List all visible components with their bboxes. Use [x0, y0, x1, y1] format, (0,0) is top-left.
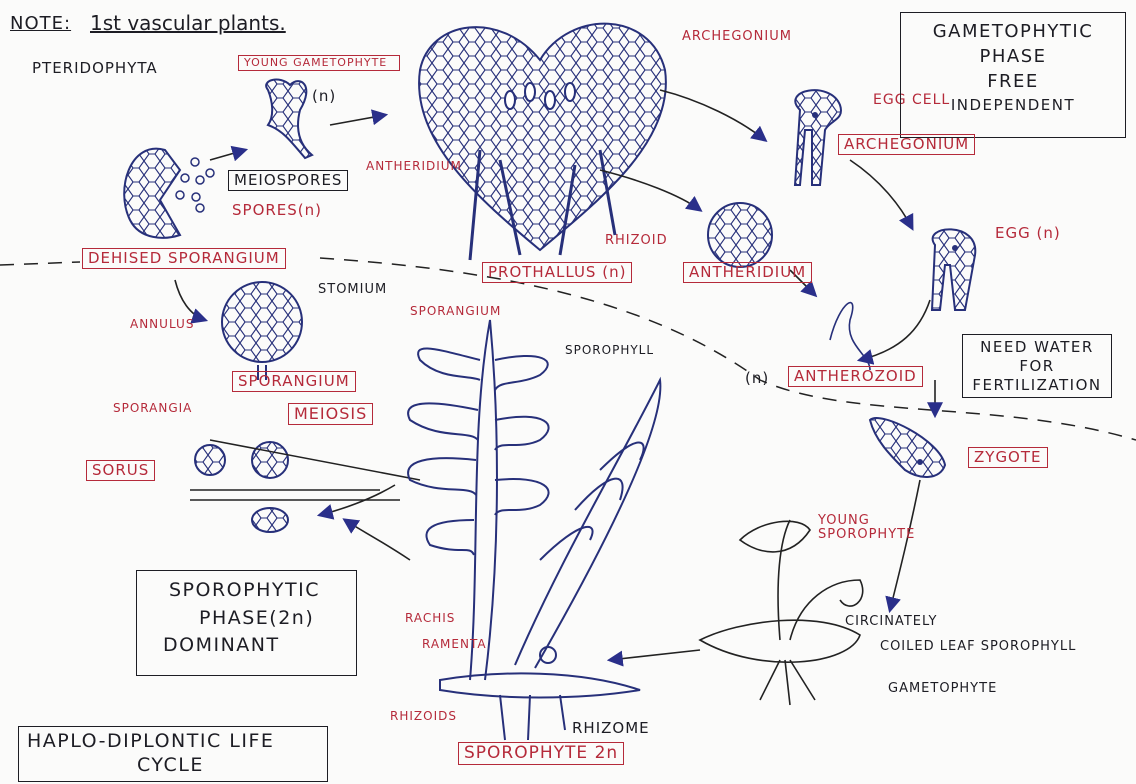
phase-divider-line	[0, 257, 1136, 441]
young-sporophyte-drawing	[698, 519, 864, 706]
life-cycle-box: HAPLO-DIPLONTIC LIFE CYCLE	[18, 726, 328, 782]
note-text: 1st vascular plants.	[90, 11, 286, 35]
label-antheridium-top: ANTHERIDIUM	[366, 159, 462, 173]
prothallus-drawing	[418, 22, 667, 261]
label-rhizoid: RHIZOID	[605, 233, 668, 248]
label-young-gametophyte-ploidy: (n)	[312, 87, 337, 105]
label-antherozoid-ploidy: (n)	[745, 369, 770, 387]
label-archegonium-box: ARCHEGONIUM	[838, 134, 976, 155]
label-archegonium-top: ARCHEGONIUM	[682, 29, 792, 44]
label-dehised-sporangium: DEHISED SPORANGIUM	[82, 248, 286, 269]
label-gametophyte: GAMETOPHYTE	[888, 681, 998, 696]
sori-drawing	[194, 441, 289, 533]
gametophytic-line-4: INDEPENDENT	[950, 95, 1076, 114]
young-gametophyte-drawing	[265, 78, 314, 160]
sporangium-drawing	[221, 281, 303, 380]
label-zygote: ZYGOTE	[968, 447, 1048, 468]
label-spores: SPORES(n)	[232, 201, 323, 219]
sporophytic-line-3: DOMINANT	[163, 634, 280, 657]
sporophytic-phase-box: SPOROPHYTIC PHASE(2n) DOMINANT	[136, 570, 357, 676]
antheridium-drawing	[707, 202, 773, 268]
cycle-line-1: HAPLO-DIPLONTIC LIFE	[27, 730, 275, 752]
label-coiled-sporophyll: COILED LEAF SPOROPHYLL	[880, 639, 1077, 654]
label-antherozoid: ANTHEROZOID	[788, 366, 923, 387]
label-rhizoids: RHIZOIDS	[390, 709, 457, 723]
label-meiospores: MEIOSPORES	[228, 170, 349, 191]
label-rhizome: RHIZOME	[572, 719, 650, 737]
gametophytic-line-3: FREE	[987, 71, 1039, 93]
label-egg: EGG (n)	[995, 224, 1061, 242]
water-line-2: FOR	[1019, 356, 1055, 375]
label-egg-cell: EGG CELL	[873, 92, 951, 108]
label-sporophyte: SPOROPHYTE 2n	[458, 742, 625, 765]
dehisced-sporangium-drawing	[123, 147, 182, 239]
zygote-drawing	[868, 417, 947, 478]
fern-sporophyte-drawing	[407, 319, 662, 741]
label-meiosis: MEIOSIS	[288, 403, 374, 425]
gametophytic-line-2: PHASE	[979, 46, 1047, 68]
label-circinately: CIRCINATELY	[845, 614, 938, 629]
label-stomium: STOMIUM	[318, 282, 388, 297]
water-line-3: FERTILIZATION	[972, 375, 1102, 394]
gametophytic-line-1: GAMETOPHYTIC	[932, 21, 1094, 42]
label-prothallus: PROTHALLUS (n)	[482, 262, 633, 283]
need-water-box: NEED WATER FOR FERTILIZATION	[962, 334, 1112, 399]
label-sorus: SORUS	[86, 460, 156, 481]
note-prefix: NOTE:	[10, 13, 72, 34]
gametophytic-phase-box: GAMETOPHYTIC PHASE FREE INDEPENDENT	[900, 12, 1126, 138]
antherozoid-drawing	[829, 301, 871, 371]
label-rachis: RACHIS	[405, 611, 456, 625]
label-young-gametophyte: YOUNG GAMETOPHYTE	[238, 55, 400, 72]
archegonium-drawing	[793, 89, 842, 186]
water-line-1: NEED WATER	[980, 338, 1094, 356]
sporophytic-line-2: PHASE(2n)	[199, 606, 315, 629]
cycle-line-2: CYCLE	[137, 753, 204, 776]
egg-archegonium-drawing	[930, 228, 977, 311]
lifecycle-arrows	[174, 89, 943, 667]
label-antheridium-box: ANTHERIDIUM	[683, 262, 813, 283]
label-sporangium-top: SPORANGIUM	[410, 304, 502, 318]
group-name: PTERIDOPHYTA	[32, 59, 158, 77]
label-sporangium-box: SPORANGIUM	[232, 371, 356, 392]
label-annulus: ANNULUS	[130, 317, 195, 331]
sporophytic-line-1: SPOROPHYTIC	[169, 579, 320, 601]
label-ramenta: RAMENTA	[422, 637, 487, 651]
label-young-sporophyte: YOUNG SPOROPHYTE	[818, 513, 916, 543]
label-sporophyll: SPOROPHYLL	[565, 343, 655, 357]
label-sporangia: SPORANGIA	[113, 401, 193, 415]
